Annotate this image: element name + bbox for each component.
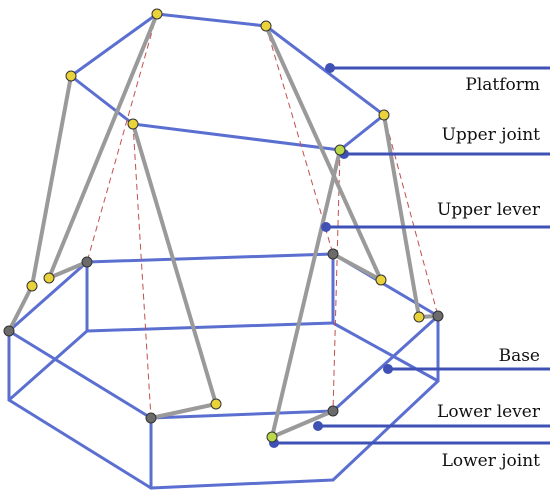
labels: Platform Upper joint Upper lever Base Lo… [437, 75, 541, 471]
platform-edge [264, 24, 386, 117]
lower-lever-link [331, 252, 383, 282]
upper-lever-label: Upper lever [437, 200, 541, 220]
platform-edge [338, 113, 386, 152]
platform-label: Platform [465, 75, 540, 95]
lower-joint-label: Lower joint [442, 451, 541, 471]
platform-joint [378, 109, 390, 121]
base-edge [149, 409, 335, 420]
lever-joint [375, 274, 387, 286]
base-joint [327, 405, 339, 417]
dashed-guide [332, 149, 341, 412]
platform-joint [65, 70, 77, 82]
upper-levers [30, 12, 421, 439]
dashed-guide [132, 123, 152, 419]
dashed-guide [86, 13, 158, 263]
base-edge [7, 260, 89, 333]
base-edge [7, 329, 89, 402]
lever-joint [26, 280, 38, 292]
platform-edge [69, 12, 159, 78]
upper-joint-label: Upper joint [442, 125, 541, 145]
base-joint [327, 248, 339, 260]
upper-lever-leg [264, 24, 383, 282]
base-frame [7, 252, 440, 490]
platform-joint [334, 144, 346, 156]
platform-joint [127, 118, 139, 130]
lower-lever-anchor-dot [313, 421, 323, 431]
base-joint [81, 256, 93, 268]
platform-joint [260, 20, 272, 32]
lever-joint [210, 398, 222, 410]
base-edge [7, 329, 153, 420]
base-edge [331, 379, 440, 482]
lower-lever-link [7, 284, 34, 333]
label-leaders [274, 66, 550, 445]
platform-edge [155, 12, 268, 28]
platform-edge [69, 74, 135, 126]
lever-joint [413, 311, 425, 323]
base-joint [432, 310, 444, 322]
base-label: Base [499, 346, 540, 366]
upper-lever-leg [47, 12, 159, 280]
joints [3, 8, 444, 443]
base-edge [7, 398, 153, 490]
lower-lever-link [47, 260, 89, 280]
lever-joint [266, 431, 278, 443]
platform-anchor-dot [325, 63, 335, 73]
upper-lever-anchor-dot [321, 222, 331, 232]
base-joint [145, 412, 157, 424]
lower-lever-label: Lower lever [437, 402, 541, 422]
upper-lever-leg [30, 74, 73, 288]
lower-lever-link [149, 402, 218, 420]
base-edge [85, 252, 335, 264]
base-edge [331, 314, 440, 413]
lever-joint [43, 272, 55, 284]
platform-joint [151, 8, 163, 20]
upper-lever-leg [382, 113, 421, 319]
upper-lever-leg [131, 122, 218, 406]
base-edge [331, 321, 440, 383]
dashed-guides [31, 13, 439, 419]
base-anchor-dot [383, 364, 393, 374]
base-joint [3, 325, 15, 337]
platform-edge [131, 122, 342, 152]
platform-frame [69, 12, 386, 152]
lower-lever-link [270, 409, 335, 439]
dashed-guide [383, 114, 439, 317]
upper-lever-leg [270, 148, 342, 439]
base-edge [85, 321, 335, 333]
lower-levers [7, 252, 440, 439]
base-edge [149, 478, 335, 490]
